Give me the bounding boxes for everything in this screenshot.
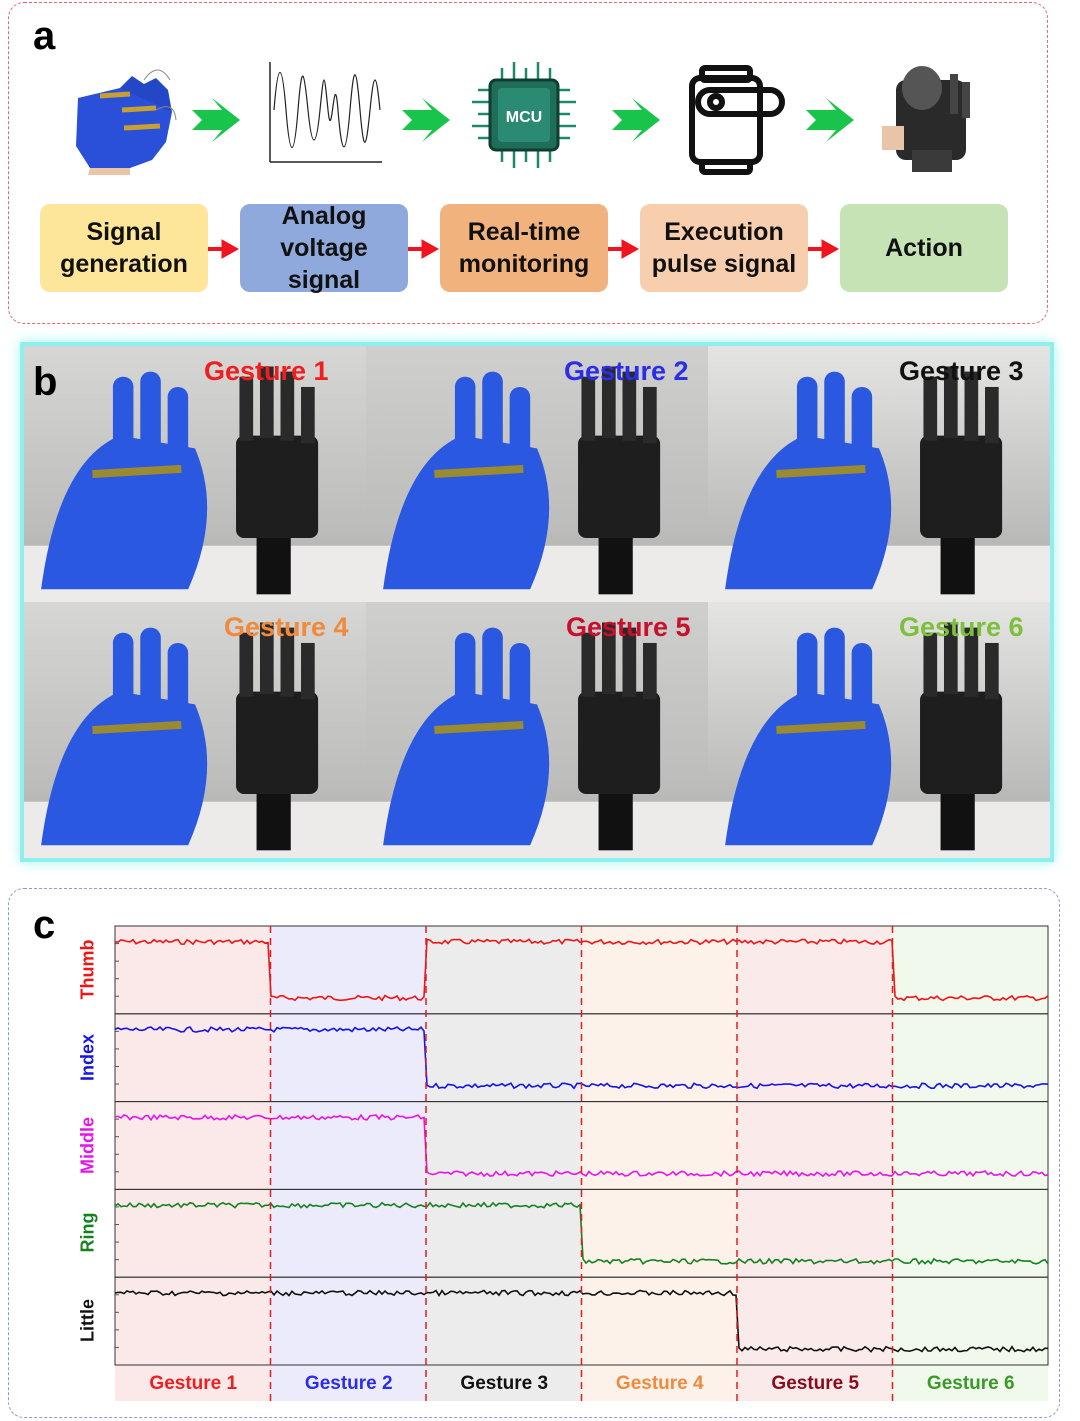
red-arrow-icon xyxy=(808,239,840,259)
gesture-segment-bg xyxy=(115,926,271,1401)
gesture-segment-bg xyxy=(581,926,737,1401)
gesture-title-3: Gesture 3 xyxy=(899,356,1024,386)
red-arrow-icon xyxy=(408,239,440,259)
green-arrow-icon xyxy=(806,98,854,142)
stage-execution-pulse-signal: Execution pulse signal xyxy=(640,204,808,292)
gesture-title-5: Gesture 5 xyxy=(566,612,691,642)
stage-action: Action xyxy=(840,204,1008,292)
gesture-photo-2: Gesture 2 xyxy=(366,346,708,602)
finger-label-thumb: Thumb xyxy=(77,939,98,1000)
x-axis-gesture-label-1: Gesture 1 xyxy=(149,1373,238,1394)
mcu-chip-icon: MCU xyxy=(472,62,576,168)
blue-glove-hand xyxy=(725,627,892,846)
gesture-photo-1: Gesture 1 xyxy=(24,346,366,602)
stage-analog-voltage-signal: Analog voltage signal xyxy=(240,202,408,294)
x-axis-gesture-label-6: Gesture 6 xyxy=(926,1373,1015,1394)
gesture-scene xyxy=(24,366,366,602)
x-axis-gesture-label-4: Gesture 4 xyxy=(615,1373,704,1394)
finger-label-middle: Middle xyxy=(77,1116,98,1174)
blue-glove-hand xyxy=(41,627,208,846)
panel-c-frame xyxy=(8,888,1060,1418)
panel-a-letter: a xyxy=(33,14,56,58)
robot-hand-icon xyxy=(882,66,970,172)
gesture-photo-3: Gesture 3 xyxy=(708,346,1050,602)
panel-a-icon-row: MCU xyxy=(76,62,970,175)
gesture-title-2: Gesture 2 xyxy=(564,356,689,386)
blue-glove-hand xyxy=(383,627,550,846)
gesture-segment-bg xyxy=(737,926,893,1401)
gesture-scene xyxy=(366,366,708,602)
finger-label-index: Index xyxy=(77,1033,98,1081)
gesture-title-1: Gesture 1 xyxy=(204,356,329,386)
gesture-segment-bg xyxy=(426,926,582,1401)
gesture-scene xyxy=(708,622,1050,858)
panel-b-frame: Gesture 1 Gesture 2 Gesture 3 Gesture 4 Gest… xyxy=(20,342,1054,862)
red-arrow-icon xyxy=(608,239,640,259)
gesture-segment-bg xyxy=(270,926,426,1401)
stage-arrows xyxy=(208,239,840,259)
waveform-icon xyxy=(269,62,382,163)
gesture-scene xyxy=(366,622,708,858)
red-arrow-icon xyxy=(208,239,240,259)
gesture-title-4: Gesture 4 xyxy=(224,612,349,642)
gesture-scene xyxy=(708,366,1050,602)
x-axis-gesture-label-3: Gesture 3 xyxy=(460,1373,549,1394)
green-arrow-icon xyxy=(192,98,240,142)
gesture-scene xyxy=(24,622,366,858)
green-arrow-icon xyxy=(402,98,450,142)
blue-glove-hand xyxy=(725,371,892,590)
stage-real-time-monitoring: Real-time monitoring xyxy=(440,204,608,292)
gesture-segment-bg xyxy=(892,926,1048,1401)
servo-motor-icon xyxy=(689,65,785,175)
gesture-photo-6: Gesture 6 xyxy=(708,602,1050,858)
robotic-hand xyxy=(236,622,319,851)
robotic-hand xyxy=(578,366,661,595)
blue-glove-hand xyxy=(383,371,550,590)
gesture-photo-4: Gesture 4 xyxy=(24,602,366,858)
gesture-title-6: Gesture 6 xyxy=(899,612,1024,642)
x-axis-gesture-label-5: Gesture 5 xyxy=(771,1373,860,1394)
panel-a-frame xyxy=(8,2,1048,324)
panel-b-letter: b xyxy=(33,360,58,404)
robotic-hand xyxy=(920,622,1003,851)
blue-glove-hand xyxy=(41,371,208,590)
stage-signal-generation: Signal generation xyxy=(40,204,208,292)
finger-label-little: Little xyxy=(77,1299,98,1343)
x-axis-gesture-label-2: Gesture 2 xyxy=(304,1373,393,1394)
mcu-chip-label: MCU xyxy=(506,109,542,126)
gesture-photo-5: Gesture 5 xyxy=(366,602,708,858)
robotic-hand xyxy=(578,622,661,851)
robotic-hand xyxy=(920,366,1003,595)
finger-label-ring: Ring xyxy=(77,1212,98,1253)
hand-glove-icon xyxy=(76,69,177,175)
robotic-hand xyxy=(236,366,319,595)
panel-c-letter: c xyxy=(33,903,56,947)
green-arrow-icon xyxy=(612,98,660,142)
